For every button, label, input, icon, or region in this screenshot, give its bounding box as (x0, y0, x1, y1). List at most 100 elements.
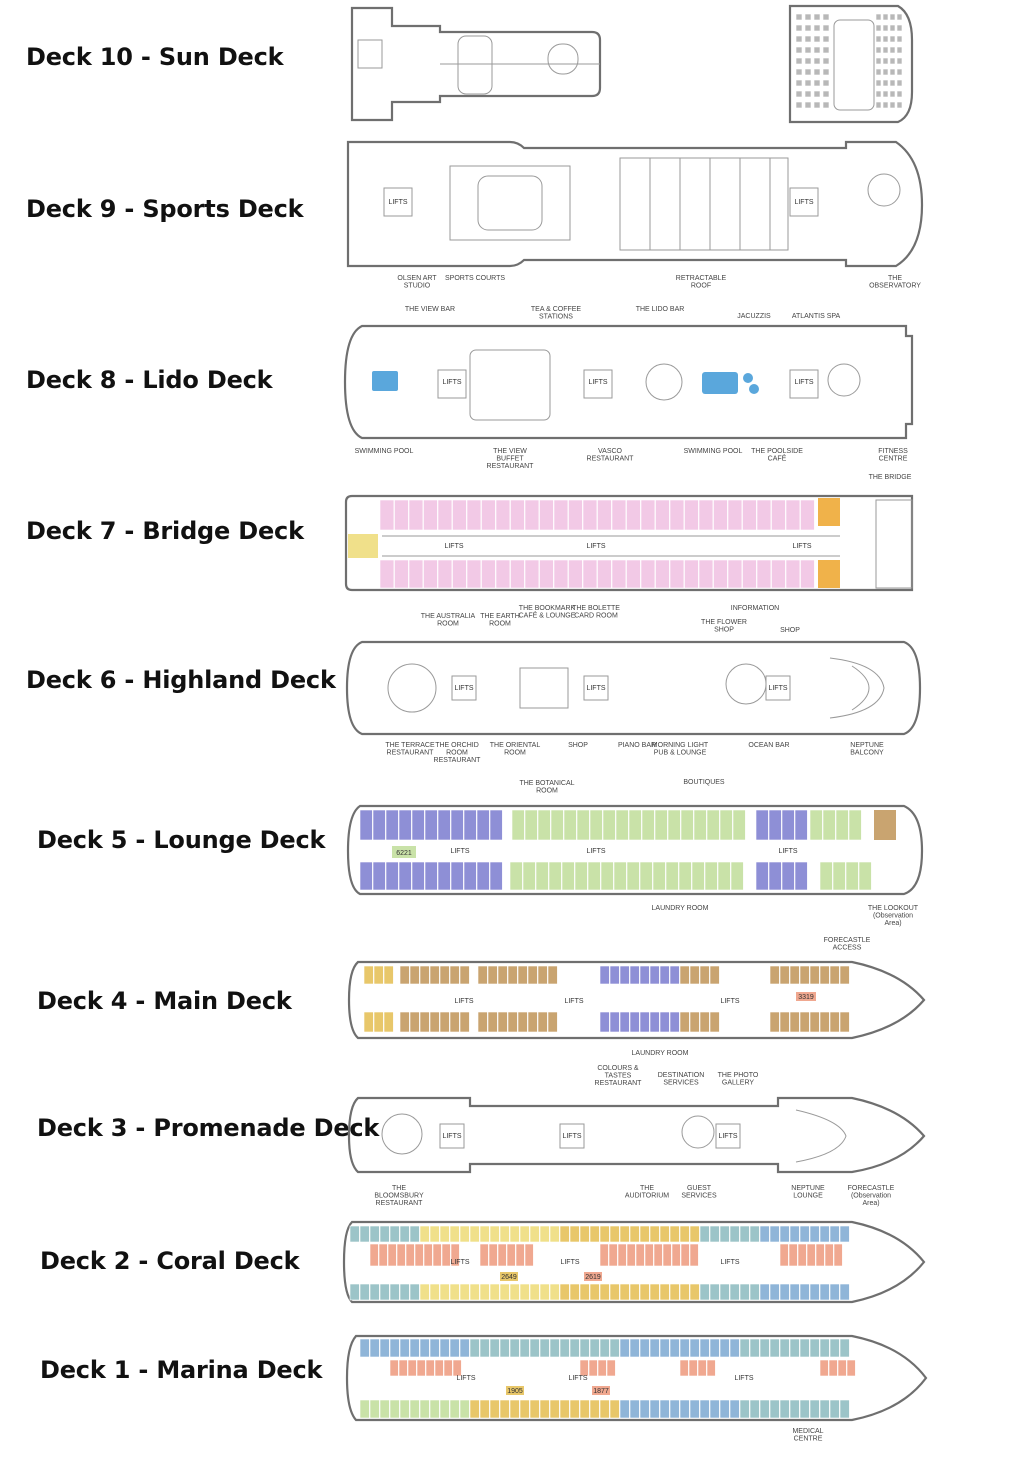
deck-1-cabin (589, 1338, 600, 1358)
deck-4-cabin (599, 1011, 610, 1033)
deck-2-cabin (489, 1225, 500, 1243)
deck-1-cabin (519, 1399, 530, 1419)
atlantis-spa-label: ATLANTIS SPA (792, 313, 841, 320)
deck-2-cabin (759, 1283, 770, 1301)
deck-5-cabin (548, 861, 562, 891)
deck-1-cabin (443, 1359, 453, 1377)
deck-1-cabin (629, 1338, 640, 1358)
deck-2-cabin (379, 1283, 390, 1301)
aft-swimming-pool (372, 371, 398, 391)
sun-lounger (804, 24, 812, 32)
deck-2-cabin (659, 1283, 670, 1301)
deck-2-cabin (619, 1225, 630, 1243)
sun-lounger (804, 13, 812, 21)
deck-7-cabin (626, 499, 641, 531)
sun-lounger (896, 35, 903, 43)
deck-7-cabin (495, 499, 511, 531)
deck-4-cabin (439, 1011, 450, 1033)
deck-4-cabin (449, 965, 460, 985)
deck-2-cabin (389, 1283, 400, 1301)
deck-5-cabin (719, 809, 733, 841)
deck-4-cabin (629, 1011, 640, 1033)
deck-4-cabin (429, 965, 440, 985)
deck-1-cabin (489, 1338, 500, 1358)
deck-4-cabin (709, 965, 720, 985)
deck-2-cabin (579, 1283, 590, 1301)
deck-5-cabin (589, 809, 603, 841)
sun-lounger (795, 101, 803, 109)
deck-4-cabin (383, 965, 394, 985)
deck-1-cabin (549, 1338, 560, 1358)
deck-1-cabin (429, 1338, 440, 1358)
deck-8-hull (343, 324, 914, 440)
deck-4-hull (347, 960, 926, 1040)
deck-7-cabin (597, 559, 612, 589)
deck-1-cabin (589, 1399, 600, 1419)
sun-lounger (875, 13, 882, 21)
deck-1-cabin (828, 1359, 838, 1377)
deck-1-cabin (449, 1399, 460, 1419)
deck-1-cabin (459, 1338, 470, 1358)
deck-2-cabin (662, 1243, 672, 1267)
deck-1-cabin (469, 1338, 480, 1358)
deck-5-cabin (535, 861, 549, 891)
deck-2-cabin (769, 1225, 780, 1243)
piano-bar-label: PIANO BAR (618, 742, 656, 749)
deck-7-cabin (553, 499, 569, 531)
deck-4-cabin (537, 1011, 548, 1033)
deck-1-cabin (719, 1338, 730, 1358)
deck-2-cabin (369, 1243, 379, 1267)
deck-2-cabin (749, 1225, 760, 1243)
deck-1-cabin (669, 1399, 680, 1419)
deck-5-cabin (768, 809, 782, 841)
deck-1-cabin (709, 1399, 720, 1419)
deck-2-cabin (809, 1283, 820, 1301)
deck-7-cabin (640, 499, 656, 531)
deck-2-cabin (506, 1243, 516, 1267)
deck-1-cabin (688, 1359, 698, 1377)
deck-5-cabin (563, 809, 577, 841)
deck-7-cabin (379, 499, 395, 531)
deck-1-cabin (539, 1399, 550, 1419)
sun-lounger (889, 68, 896, 76)
deck-2-cabin (809, 1225, 820, 1243)
deck-2-cabin (439, 1225, 450, 1243)
sun-lounger (822, 79, 830, 87)
deck-7-cabin (611, 499, 627, 531)
deck-2-cabin (779, 1225, 790, 1243)
deck-5-cabin (372, 861, 386, 891)
deck-4-cabin (639, 1011, 650, 1033)
deck-4-cabin (507, 1011, 518, 1033)
sun-lounger (813, 57, 821, 65)
deck-5-cabin (450, 809, 464, 841)
deck-5-cabin (809, 809, 823, 841)
deck-5-hull (346, 804, 924, 896)
deck-5-cabin (398, 809, 412, 841)
sun-lounger (813, 35, 821, 43)
sun-lounger (813, 24, 821, 32)
sun-lounger (875, 57, 882, 65)
deck-1-cabin (679, 1338, 690, 1358)
deck-4-cabin (799, 1011, 810, 1033)
sun-lounger (875, 46, 882, 54)
deck-1-cabin (439, 1399, 450, 1419)
deck-5-cabin (641, 809, 655, 841)
deck-2-cabin (689, 1243, 699, 1267)
sun-lounger (822, 35, 830, 43)
deck-1-cabin (369, 1338, 380, 1358)
deck-1-cabin (837, 1359, 847, 1377)
deck-1-cabin (669, 1338, 680, 1358)
sun-lounger (822, 57, 830, 65)
deck-9-hull (346, 140, 924, 268)
deck-1-cabin (369, 1399, 380, 1419)
deck-9-lifts-fwd: LIFTS (794, 199, 813, 206)
deck-2-cabin (479, 1243, 489, 1267)
deck-9-lifts-aft: LIFTS (388, 199, 407, 206)
deck-1-cabin (639, 1338, 650, 1358)
deck-2-cabin (369, 1283, 380, 1301)
deck-4-cabin (629, 965, 640, 985)
sun-lounger (889, 46, 896, 54)
